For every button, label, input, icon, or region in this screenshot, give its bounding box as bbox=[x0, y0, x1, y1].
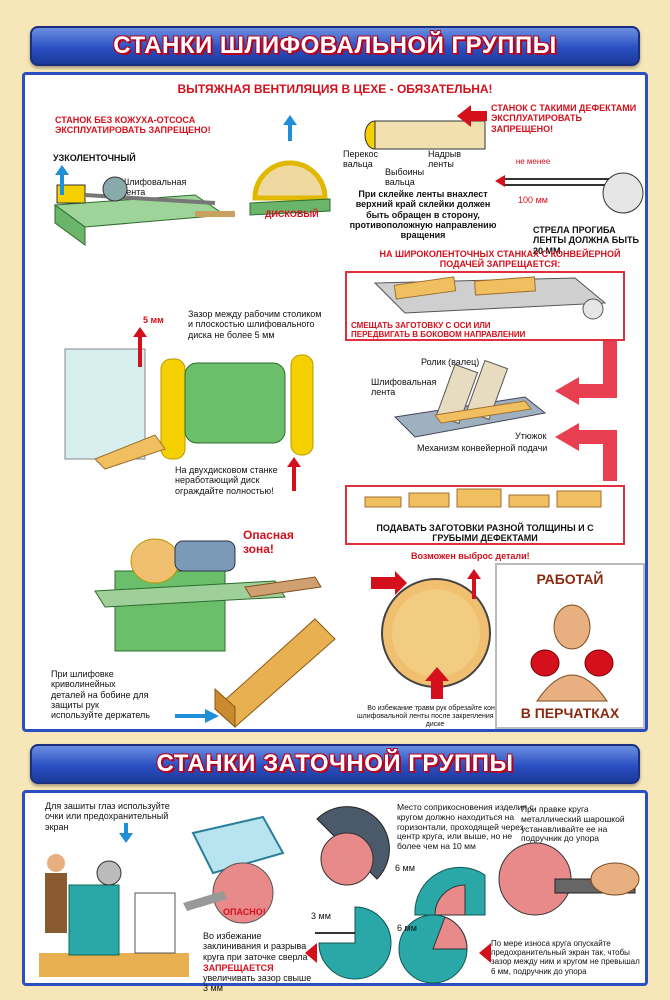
holder-note: При шлифовке криволинейных деталей на бо… bbox=[51, 669, 150, 721]
trim-note: Во избежание травм рук обрезайте конец ш… bbox=[357, 705, 513, 729]
drill-note-pre: Во избежание заклинивания и разрыва круг… bbox=[203, 931, 308, 962]
warning-arrow-icon bbox=[479, 943, 491, 963]
danger-zone-label: Опасная зона! bbox=[243, 528, 294, 556]
bottom-title-banner: СТАНКИ ЗАТОЧНОЙ ГРУППЫ bbox=[30, 744, 640, 784]
drill-sharpening-illustration bbox=[315, 906, 392, 980]
disc-machine-illustration bbox=[249, 160, 331, 216]
double-disc-machine-illustration bbox=[64, 348, 314, 470]
dangerous-label: ОПАСНО! bbox=[223, 907, 266, 917]
mm100-label: 100 мм bbox=[518, 195, 548, 205]
warning-arrow-up-icon bbox=[467, 569, 481, 599]
eye-protection-note: Для зашиты глаз используйте очки или пре… bbox=[45, 801, 170, 832]
narrow-belt-label: УЗКОЛЕНТОЧНЫЙ bbox=[53, 153, 136, 163]
roller-dents-label: Выбоины вальца bbox=[385, 167, 425, 188]
gloves-card: РАБОТАЙ В ПЕРЧАТКАХ bbox=[495, 563, 645, 729]
belt-overlap-illustration bbox=[495, 172, 644, 214]
warning-arrow-icon bbox=[305, 943, 317, 963]
wear-note: По мере износа круга опускайте предохран… bbox=[491, 939, 640, 976]
shift-forbidden-frame bbox=[345, 271, 625, 341]
mm5-label: 5 мм bbox=[143, 315, 164, 325]
pointer-arrow-icon bbox=[119, 823, 133, 843]
gap-6mm-label-b: 6 мм bbox=[397, 923, 417, 933]
pointer-arrow-icon bbox=[555, 423, 617, 481]
drill-note-post: увеличивать зазор свыше 3 мм bbox=[203, 973, 312, 994]
dressing-tool-illustration bbox=[498, 842, 640, 916]
double-disc-note: На двухдисковом станке неработающий диск… bbox=[175, 465, 278, 496]
wooden-holder-illustration bbox=[214, 618, 336, 729]
exhaust-arrow-up-icon bbox=[55, 165, 69, 195]
roller-label: Ролик (валец) bbox=[421, 357, 480, 367]
grinding-station-illustration bbox=[39, 854, 189, 977]
grinding-panel: ВЫТЯЖНАЯ ВЕНТИЛЯЦИЯ В ЦЕХЕ - ОБЯЗАТЕЛЬНА… bbox=[22, 72, 648, 732]
thickness-forbidden-frame bbox=[345, 485, 625, 545]
pointer-arrow-icon bbox=[133, 327, 147, 367]
protective-screen-illustration bbox=[183, 815, 285, 924]
gluing-note: При склейке ленты внахлест верхний край … bbox=[349, 189, 497, 241]
ejection-warning: Возможен выброс детали! bbox=[411, 551, 530, 561]
gloves-label: В ПЕРЧАТКАХ bbox=[520, 705, 620, 721]
sharpening-panel: Для зашиты глаз используйте очки или пре… bbox=[22, 790, 648, 993]
bottom-title: СТАНКИ ЗАТОЧНОЙ ГРУППЫ bbox=[156, 750, 514, 777]
sag-note: СТРЕЛА ПРОГИБА ЛЕНТЫ ДОЛЖНА БЫТЬ 20 ММ bbox=[533, 225, 640, 256]
thickness-note: ПОДАВАТЬ ЗАГОТОВКИ РАЗНОЙ ТОЛЩИНЫ И С ГР… bbox=[376, 523, 594, 544]
contact-point-note: Место соприкосновения изделия с кругом д… bbox=[397, 802, 534, 852]
grinding-belt-label: Шлифовальная лента bbox=[121, 177, 187, 198]
warning-arrow-up-icon bbox=[287, 457, 301, 491]
drill-note-forbidden: ЗАПРЕЩАЕТСЯ bbox=[203, 963, 274, 973]
dressing-note: При правке круга металлический шарошкой … bbox=[521, 804, 625, 844]
gap-3mm-label: 3 мм bbox=[311, 911, 331, 921]
roller-skew-label: Перекос вальца bbox=[343, 149, 379, 170]
exhaust-arrow-up-icon bbox=[283, 115, 297, 141]
defects-warning: СТАНОК С ТАКИМИ ДЕФЕКТАМИ ЭКСПЛУАТИРОВАТ… bbox=[491, 103, 637, 134]
belt-roller-defects-illustration bbox=[364, 120, 486, 150]
workpieces-illustration bbox=[364, 488, 602, 508]
top-title: СТАНКИ ШЛИФОВАЛЬНОЙ ГРУППЫ bbox=[113, 32, 557, 59]
shift-note: СМЕЩАТЬ ЗАГОТОВКУ С ОСИ ИЛИ ПЕРЕДВИГАТЬ … bbox=[351, 321, 526, 340]
narrow-belt-machine-illustration bbox=[53, 176, 235, 246]
conveyor-label: Механизм конвейерной подачи bbox=[417, 443, 548, 453]
wheel-gap-illustration-b bbox=[398, 914, 468, 984]
wheel-gap-illustration-a bbox=[414, 866, 486, 916]
grinding-wheel-detail-illustration bbox=[316, 806, 390, 886]
top-title-banner: СТАНКИ ШЛИФОВАЛЬНОЙ ГРУППЫ bbox=[30, 26, 640, 66]
no-cover-warning: СТАНОК БЕЗ КОЖУХА-ОТСОСА ЭКСПЛУАТИРОВАТЬ… bbox=[55, 115, 211, 136]
iron-label: Утюжок bbox=[515, 431, 547, 441]
warning-arrow-icon bbox=[457, 105, 487, 127]
ventilation-heading: ВЫТЯЖНАЯ ВЕНТИЛЯЦИЯ В ЦЕХЕ - ОБЯЗАТЕЛЬНА… bbox=[177, 82, 493, 96]
bobbin-machine-illustration bbox=[94, 538, 322, 652]
pointer-arrow-icon bbox=[175, 709, 219, 723]
work-label: РАБОТАЙ bbox=[536, 571, 604, 587]
not-less-label: не менее bbox=[515, 157, 551, 166]
belt-tears-label: Надрыв ленты bbox=[428, 149, 462, 170]
pointer-arrow-icon bbox=[555, 341, 617, 405]
wide-belt-heading: НА ШИРОКОЛЕНТОЧНЫХ СТАНКАХ С КОНВЕЙЕРНОЙ… bbox=[379, 249, 621, 270]
ejection-disc-illustration bbox=[371, 571, 491, 699]
boxer-illustration bbox=[530, 604, 614, 702]
gap-note: Зазор между рабочим столиком и плоскость… bbox=[188, 309, 322, 340]
conveyor-shift-illustration bbox=[373, 276, 607, 320]
gap-6mm-label-a: 6 мм bbox=[395, 863, 415, 873]
grinding-belt-label-2: Шлифовальная лента bbox=[371, 377, 437, 398]
wide-belt-machine-illustration bbox=[393, 359, 547, 438]
disc-label: ДИСКОВЫЙ bbox=[265, 209, 319, 219]
